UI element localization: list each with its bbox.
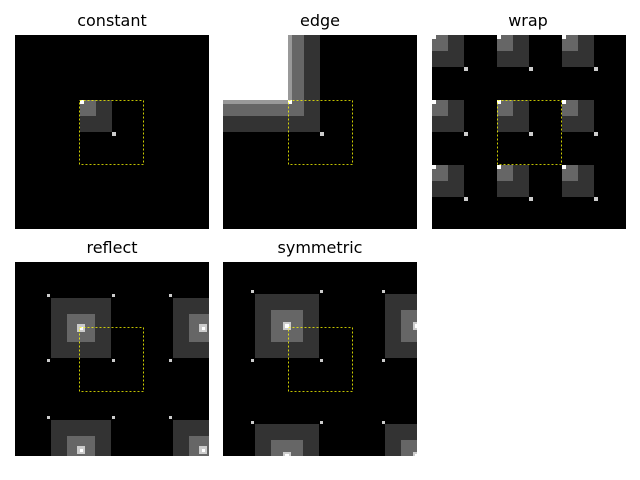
panel-title-symmetric: symmetric [277, 238, 363, 257]
panel-title-constant: constant [77, 11, 147, 30]
panel-title-edge: edge [300, 11, 340, 30]
panel-title-reflect: reflect [86, 238, 138, 257]
image-edge [223, 35, 417, 229]
image-symmetric [223, 262, 417, 456]
image-constant [15, 35, 209, 229]
image-wrap [432, 35, 626, 229]
panel-title-wrap: wrap [508, 11, 548, 30]
image-reflect [15, 262, 209, 456]
